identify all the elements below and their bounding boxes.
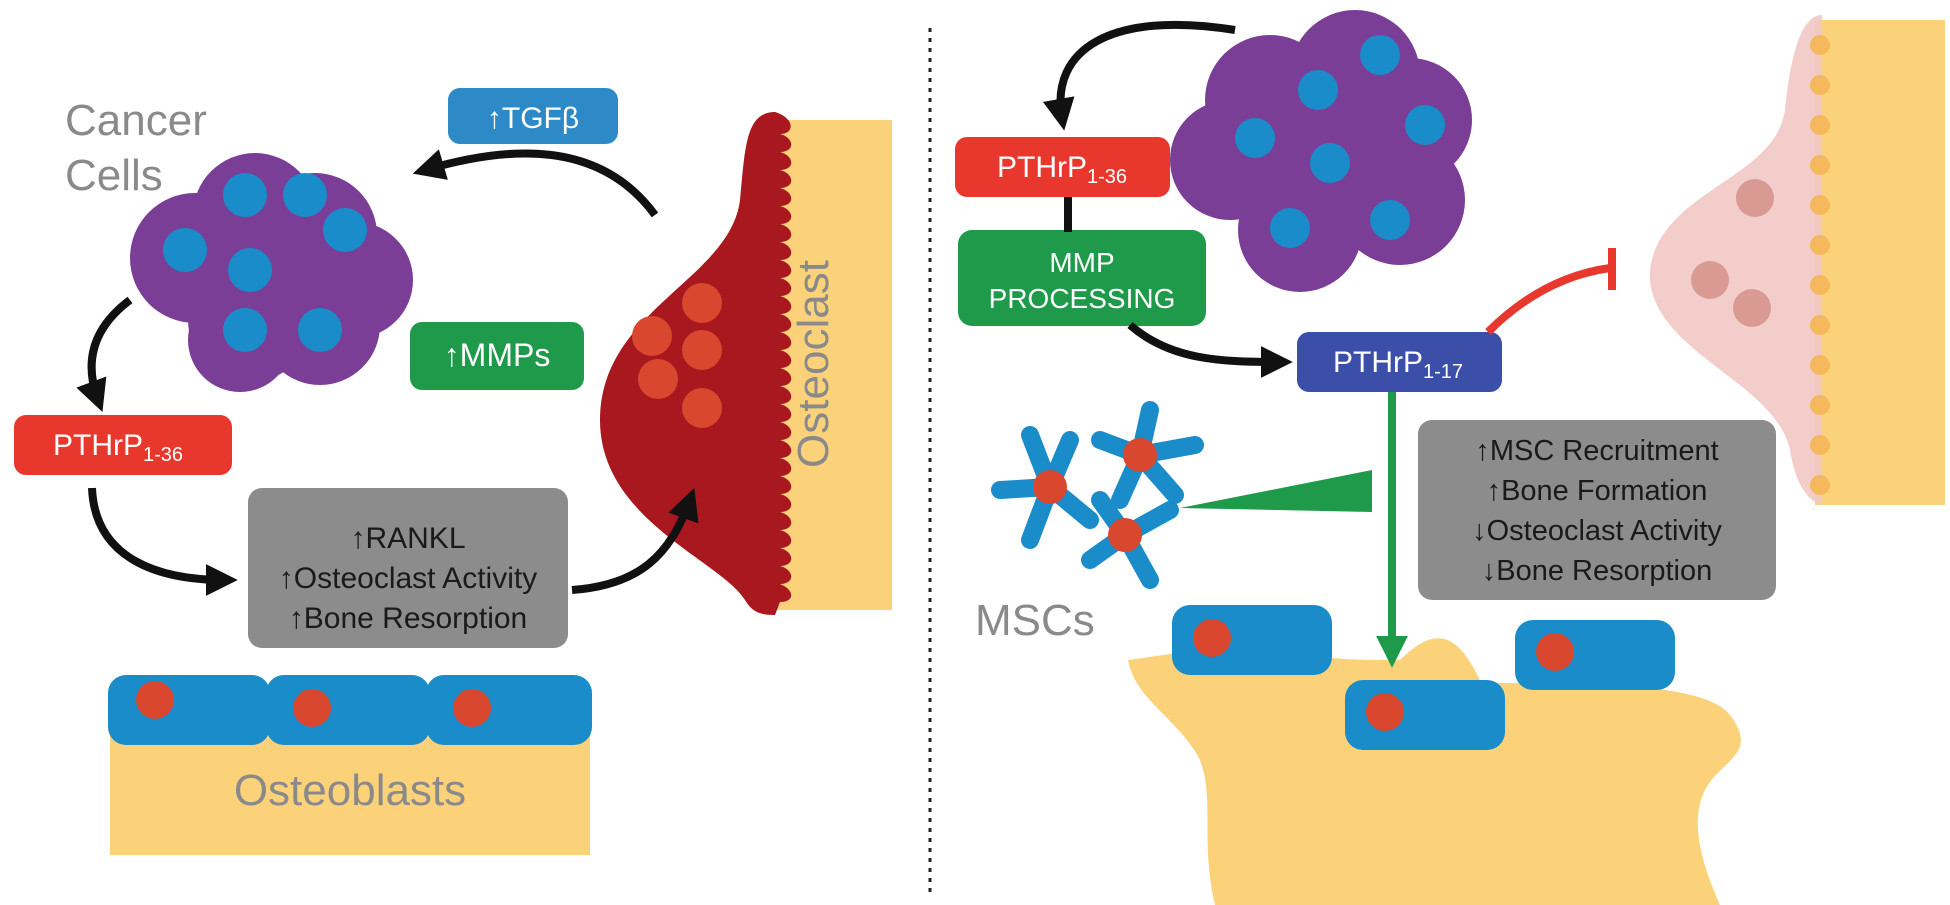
arrow-cancer-to-pthrp-right [1042,20,1236,131]
pthrp-main-right: PTHrP [997,151,1087,184]
mmp-processing-line1: MMP [1049,247,1114,278]
cancer-cells-label-line1: Cancer [65,96,207,145]
left-effects-box [248,488,568,648]
left-effect-3: ↑Bone Resorption [289,602,527,635]
right-effect-3: ↓Osteoclast Activity [1472,515,1722,547]
arrow-mmp-to-pthrp117 [1127,321,1293,378]
cancer-cell-cluster-left [130,153,413,392]
tgfb-label: ↑TGFβ [487,102,579,135]
arrow-pthrp-to-effects [88,487,238,596]
arrow-cancer-to-pthrp [76,296,133,413]
osteoclast-label: Osteoclast [789,260,838,468]
arrow-effects-to-osteoclast [571,487,699,594]
inhibited-osteoclast [1649,15,1822,505]
mmps-label: ↑MMPs [444,337,551,373]
osteoclast-nuclei [632,283,722,428]
bone-lining-cells [1172,605,1675,750]
right-effect-1: ↑MSC Recruitment [1475,435,1718,467]
mmps-badge [410,322,584,390]
right-effect-4: ↓Bone Resorption [1482,555,1713,587]
mmp-processing-badge [958,230,1206,326]
pthrp-sub-right: 1-36 [1087,166,1127,188]
new-bone-formation [1128,638,1741,905]
pthrp-117-badge [1297,332,1502,392]
msc-nuclei [1033,438,1157,552]
left-effect-2: ↑Osteoclast Activity [279,562,537,595]
mmp-processing-line2: PROCESSING [989,283,1176,314]
left-panel: Osteoclast Cancer Cells ↑TGFβ ↑MMPs [14,88,892,855]
osteoblasts-label: Osteoblasts [234,766,466,815]
right-panel: PTHrP1-36 MMP PROCESSING PTHrP1-17 ↑MSC … [955,10,1945,905]
recruitment-wedge [1180,470,1372,512]
pthrp-136-badge-left [14,415,232,475]
pthrp-117-main: PTHrP [1333,346,1423,379]
pthrp-sub-left: 1-36 [143,444,183,466]
inhibition-line [1485,264,1611,335]
msc-cells [991,401,1204,589]
right-effect-2: ↑Bone Formation [1487,475,1708,507]
pthrp-main-left: PTHrP [53,429,143,462]
right-bone-strip [1815,20,1945,505]
pthrp-117-sub: 1-17 [1423,361,1463,383]
arrow-osteoclast-to-cancer [412,149,659,218]
mscs-label: MSCs [975,596,1095,645]
cancer-cells-label-line2: Cells [65,151,163,200]
osteoblast-cells [108,675,592,745]
inhibited-osteoclast-nuclei [1691,179,1774,327]
tgfb-badge [448,88,618,144]
cancer-cell-cluster-right [1170,10,1472,292]
left-effect-1: ↑RANKL [350,522,465,555]
pthrp-117-label: PTHrP1-17 [1333,346,1463,383]
right-bone-teeth [1810,35,1830,495]
pthrp-136-label-right: PTHrP1-36 [997,151,1127,188]
pthrp-136-badge-right [955,137,1170,197]
pthrp-136-label-left: PTHrP1-36 [53,429,183,466]
right-effects-box [1418,420,1776,600]
